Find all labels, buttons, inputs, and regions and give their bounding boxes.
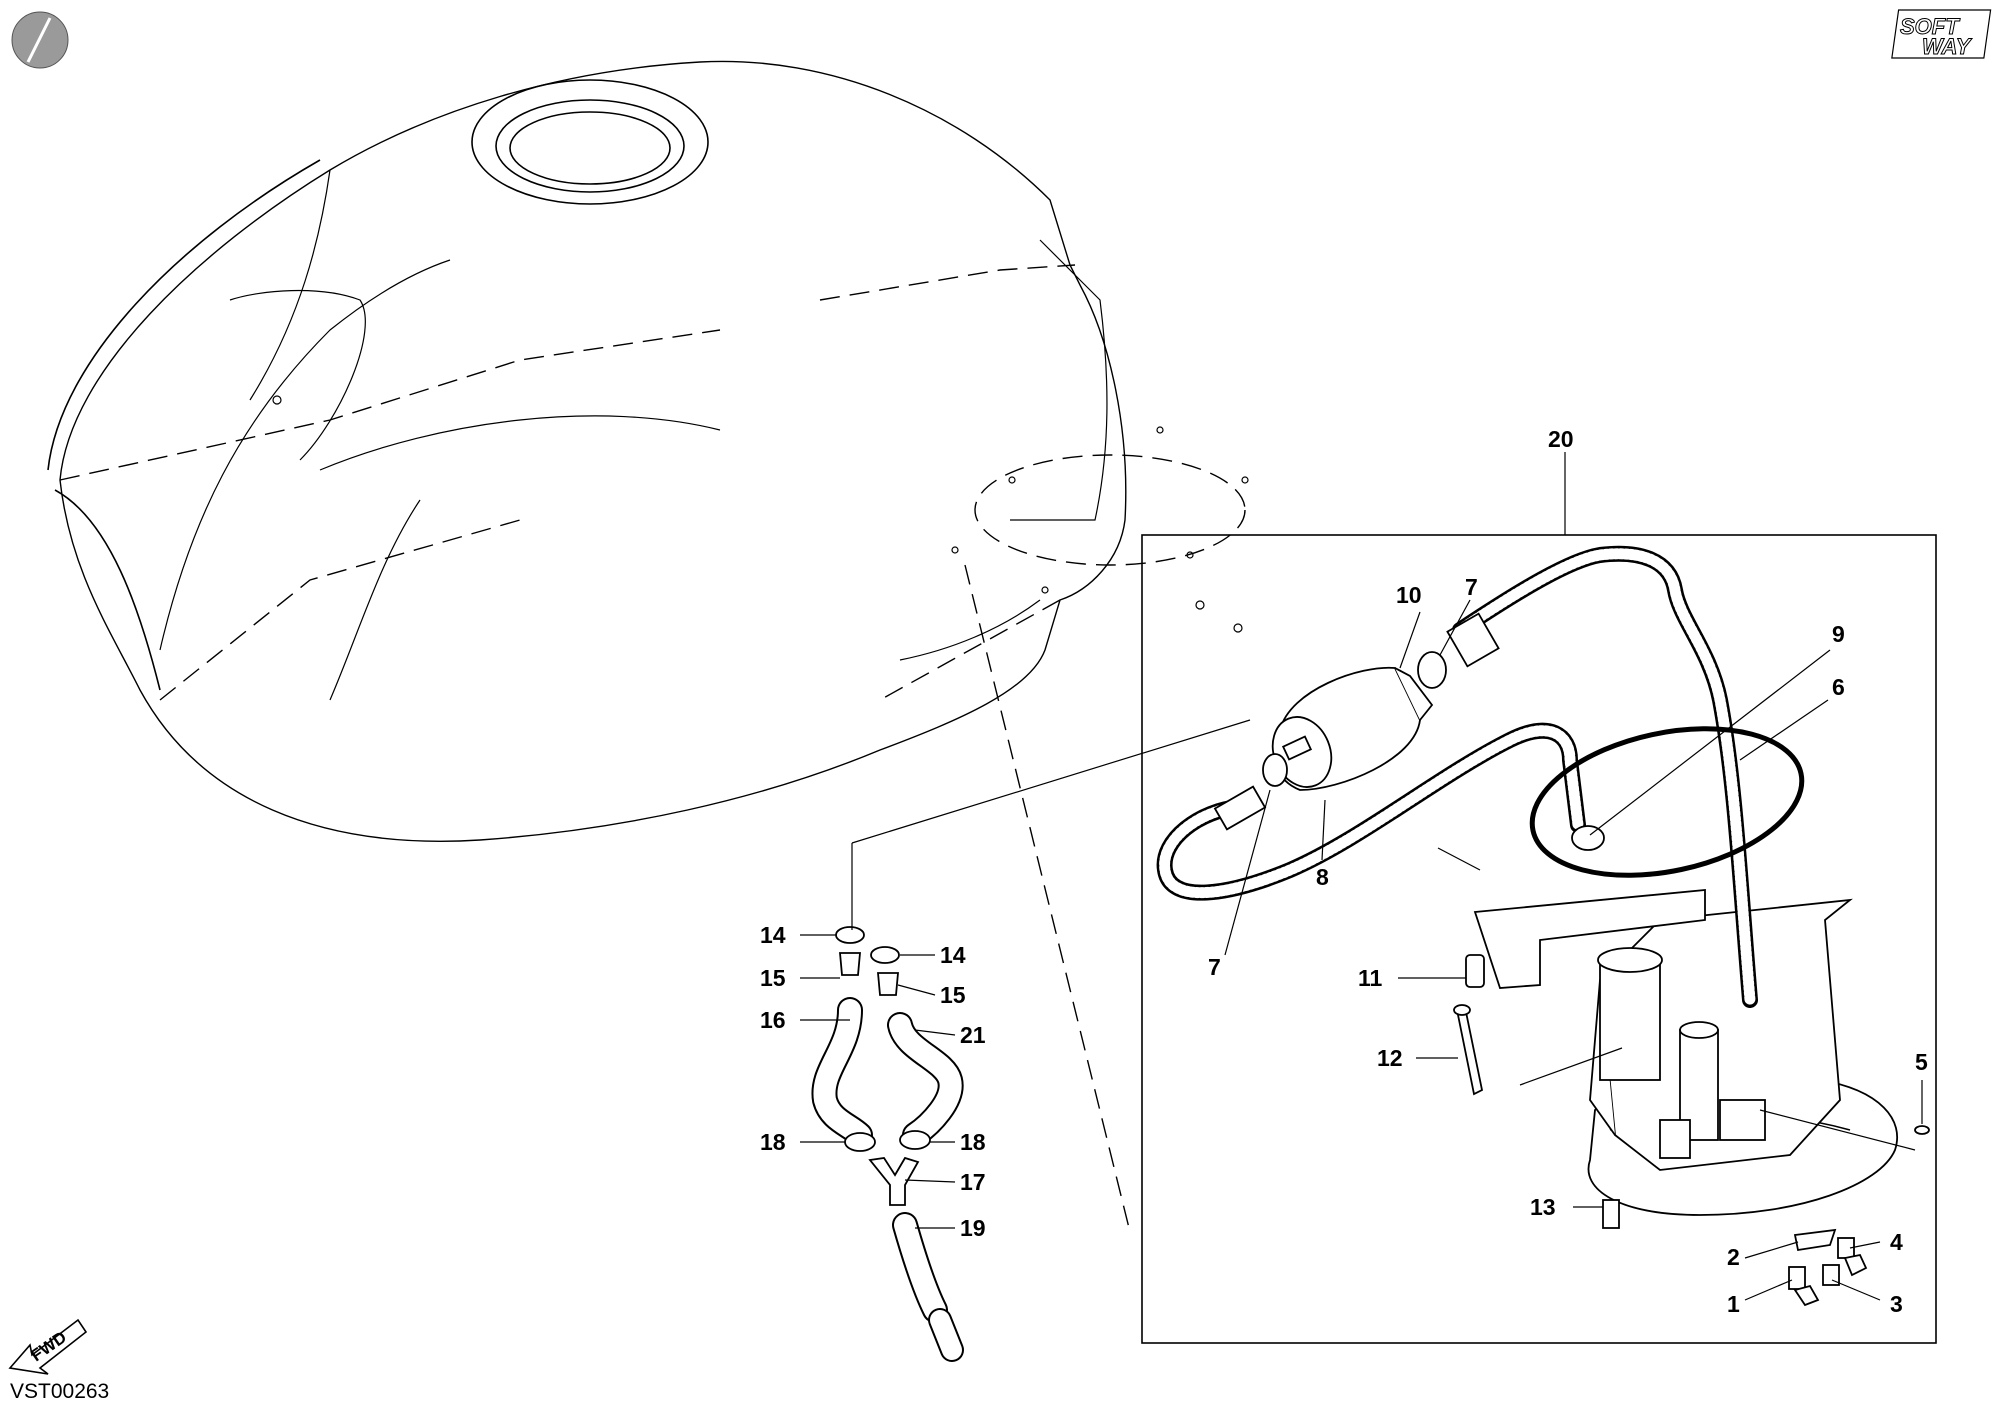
callout-8: 8: [1316, 864, 1329, 890]
pump-detail-frame: [1141, 534, 1937, 1344]
fuel-pump-assembly: [1473, 889, 1898, 1216]
hose-clamp-pump: [1571, 825, 1605, 851]
callout-2: 2: [1727, 1244, 1740, 1270]
callout-16: 16: [760, 1007, 786, 1033]
callout-1: 1: [1727, 1291, 1740, 1317]
callout-11: 11: [1358, 965, 1383, 991]
callout-labels: 1 2 3 4 5 6 7 7 8 9 10 11 12 13 14 14 15…: [760, 426, 1928, 1317]
level-sensor-wire: [1453, 1004, 1484, 1096]
fuel-tank: [47, 60, 1249, 1233]
callout-15-right: 15: [940, 982, 966, 1008]
callout-7-lower: 7: [1208, 954, 1221, 980]
washer-5: [1914, 1125, 1930, 1135]
fastener-bracket-2: [1793, 1228, 1837, 1252]
callout-7-upper: 7: [1465, 574, 1478, 600]
hose-clamp-lower: [1262, 753, 1288, 787]
callout-14-left: 14: [760, 922, 786, 948]
callout-20: 20: [1548, 426, 1574, 452]
hose-clamp-upper: [1417, 651, 1447, 689]
filter-screen: [1465, 954, 1485, 988]
fastener-bolt-1: [1788, 1266, 1820, 1307]
callout-12: 12: [1377, 1045, 1403, 1071]
forward-direction-arrow-icon: FWD: [8, 1318, 88, 1375]
callout-6: 6: [1832, 674, 1845, 700]
callout-9: 9: [1832, 621, 1845, 647]
callout-3: 3: [1890, 1291, 1903, 1317]
callout-21: 21: [960, 1022, 986, 1048]
callout-17: 17: [960, 1169, 986, 1195]
callout-4: 4: [1890, 1229, 1903, 1255]
breather-hose-group: [811, 719, 1251, 1362]
callout-14-right: 14: [940, 942, 966, 968]
fastener-bolt-3: [1822, 1264, 1840, 1286]
callout-10: 10: [1396, 582, 1422, 608]
svg-text:WAY: WAY: [1922, 34, 1973, 59]
fastener-bolt-4: [1837, 1237, 1868, 1277]
corner-badge-icon: [11, 11, 69, 69]
callout-5: 5: [1915, 1049, 1928, 1075]
fuel-filter: [1271, 666, 1434, 791]
brand-logo: SOFT WAY: [1891, 9, 1992, 60]
svg-text:SOFT: SOFT: [1900, 14, 1960, 39]
screw-13: [1602, 1199, 1620, 1229]
fuel-hose-lower: [1156, 722, 1586, 901]
leader-lines: [800, 452, 1923, 1301]
drawing-code: VST00263: [10, 1380, 109, 1403]
callout-18-right: 18: [960, 1129, 986, 1155]
callout-15-left: 15: [760, 965, 786, 991]
callout-19: 19: [960, 1215, 986, 1241]
o-ring-seal: [1529, 726, 1805, 878]
callout-13: 13: [1530, 1194, 1556, 1220]
callout-18-left: 18: [760, 1129, 786, 1155]
fuel-hose-upper: [1446, 545, 1758, 1008]
